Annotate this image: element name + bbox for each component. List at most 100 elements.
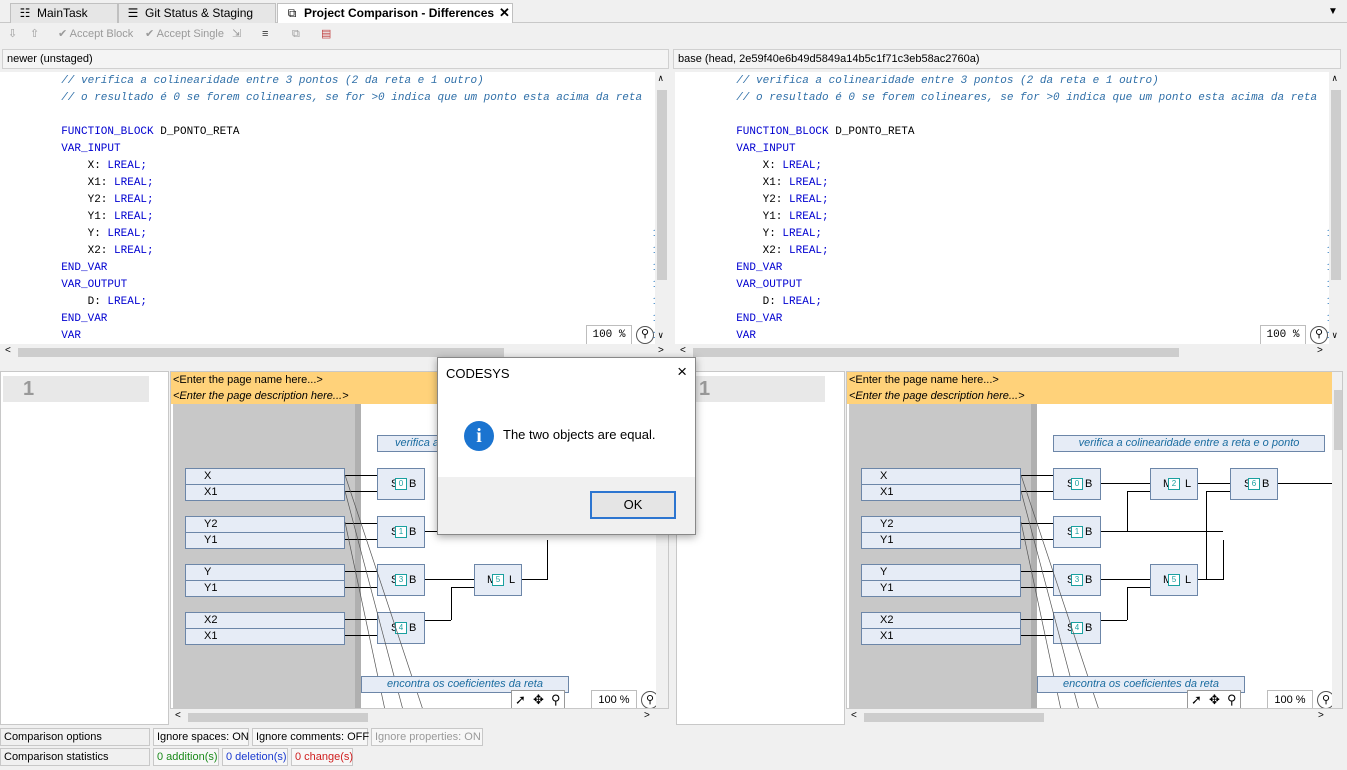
block-type-label: B xyxy=(409,574,417,586)
close-tab-icon[interactable]: ✕ xyxy=(499,5,510,20)
accept-all-icon[interactable]: ⇲ xyxy=(232,28,242,40)
input-variable-box[interactable]: X1 xyxy=(861,484,1021,501)
input-variable-box[interactable]: Y1 xyxy=(861,532,1021,549)
message-dialog: CODESYS × i The two objects are equal. O… xyxy=(437,357,696,535)
ignore-spaces-toggle[interactable]: Ignore spaces: ON xyxy=(153,728,249,746)
pointer-tool-icon[interactable]: ➚ xyxy=(515,692,526,707)
comment-box[interactable]: verifica a colinearidade entre a reta e … xyxy=(1053,435,1325,452)
fbd-vscrollbar[interactable] xyxy=(1332,372,1342,708)
input-variable-box[interactable]: X2 xyxy=(861,612,1021,629)
scroll-thumb[interactable] xyxy=(864,713,1044,722)
fbd-zoom[interactable]: 100 % xyxy=(1267,690,1313,708)
comment-box[interactable]: encontra os coeficientes da reta xyxy=(1037,676,1245,693)
right-code-editor[interactable]: 16 VAR15 END_VAR14 D: LREAL;13 VAR_OUTPU… xyxy=(675,72,1343,344)
input-variable-box[interactable]: Y2 xyxy=(185,516,345,533)
view-mode-icon[interactable]: ▤ xyxy=(321,28,332,40)
mul-block[interactable]: ML5 xyxy=(1150,564,1198,596)
scroll-thumb[interactable] xyxy=(18,348,504,357)
input-variable-box[interactable]: Y xyxy=(861,564,1021,581)
input-variable-box[interactable]: Y2 xyxy=(861,516,1021,533)
fbd-zoom[interactable]: 100 % xyxy=(591,690,637,708)
block-type-label: M xyxy=(1163,565,1172,595)
code-line: X: LREAL; xyxy=(48,160,148,172)
previous-difference-icon[interactable]: ⇧ xyxy=(30,28,40,40)
comment-box[interactable]: encontra os coeficientes da reta xyxy=(361,676,569,693)
sub-block[interactable]: SB0 xyxy=(1053,468,1101,500)
scroll-thumb[interactable] xyxy=(657,90,667,280)
input-variable-box[interactable]: X xyxy=(185,468,345,485)
accept-single-button[interactable]: ✔ Accept Single xyxy=(145,28,224,40)
scroll-thumb[interactable] xyxy=(1334,390,1342,450)
sync-selection-icon[interactable]: ≡ xyxy=(262,28,269,40)
sub-block[interactable]: SB1 xyxy=(1053,516,1101,548)
tab-git-status[interactable]: ☰ Git Status & Staging xyxy=(118,3,276,23)
left-code-vscrollbar[interactable]: ∧ ∨ xyxy=(655,72,669,344)
copy-icon[interactable]: ⧉ xyxy=(292,28,300,40)
right-code-vscrollbar[interactable]: ∧ ∨ xyxy=(1329,72,1343,344)
block-type-label: S xyxy=(1244,469,1251,499)
pointer-tool-icon[interactable]: ➚ xyxy=(1191,692,1202,707)
zoom-icon[interactable]: ⚲ xyxy=(1310,326,1328,344)
tab-maintask[interactable]: ☷ MainTask xyxy=(10,3,118,23)
left-code-zoom[interactable]: 100 % xyxy=(586,325,632,344)
page-name-field[interactable]: <Enter the page name here...> xyxy=(847,372,1342,388)
move-tool-icon[interactable]: ✥ xyxy=(1209,692,1220,707)
input-variable-box[interactable]: X1 xyxy=(861,628,1021,645)
input-variable-box[interactable]: X1 xyxy=(185,484,345,501)
block-type-label: B xyxy=(1085,478,1093,490)
page-number[interactable]: 1 xyxy=(3,376,149,402)
input-region xyxy=(849,404,1035,708)
scroll-thumb[interactable] xyxy=(693,348,1179,357)
block-type-label: M xyxy=(1163,469,1172,499)
mul-block[interactable]: ML2 xyxy=(1150,468,1198,500)
mul-block[interactable]: ML5 xyxy=(474,564,522,596)
left-code-hscrollbar[interactable]: < > xyxy=(0,345,669,359)
magnifier-tool-icon[interactable]: ⚲ xyxy=(551,692,561,707)
magnifier-tool-icon[interactable]: ⚲ xyxy=(1227,692,1237,707)
left-code-editor[interactable]: 16 VAR15 END_VAR14 D: LREAL;13 VAR_OUTPU… xyxy=(0,72,669,344)
sub-block[interactable]: SB4 xyxy=(1053,612,1101,644)
sub-block[interactable]: SB4 xyxy=(377,612,425,644)
close-icon[interactable]: × xyxy=(677,362,687,381)
input-variable-box[interactable]: Y xyxy=(185,564,345,581)
wire xyxy=(345,539,377,540)
zoom-icon[interactable]: ⚲ xyxy=(636,326,654,344)
input-variable-box[interactable]: X1 xyxy=(185,628,345,645)
accept-block-button[interactable]: ✔ Accept Block xyxy=(58,28,134,40)
block-type-label: B xyxy=(1262,478,1270,490)
input-variable-box[interactable]: Y1 xyxy=(861,580,1021,597)
sub-block[interactable]: SB3 xyxy=(377,564,425,596)
sub-block[interactable]: SB6 xyxy=(1230,468,1278,500)
block-order-number: 6 xyxy=(1248,478,1260,490)
right-fbd-hscrollbar[interactable]: < > xyxy=(846,710,1343,724)
tab-list-dropdown-icon[interactable]: ▼ xyxy=(1328,6,1338,17)
scroll-thumb[interactable] xyxy=(1331,90,1341,280)
sub-block[interactable]: SB3 xyxy=(1053,564,1101,596)
ignore-comments-toggle[interactable]: Ignore comments: OFF xyxy=(252,728,369,746)
next-difference-icon[interactable]: ⇩ xyxy=(8,28,18,40)
page-description-field[interactable]: <Enter the page description here...> xyxy=(847,388,1342,404)
sub-block[interactable]: SB1 xyxy=(377,516,425,548)
left-fbd-hscrollbar[interactable]: < > xyxy=(170,710,669,724)
move-tool-icon[interactable]: ✥ xyxy=(533,692,544,707)
page-number[interactable]: 1 xyxy=(679,376,825,402)
code-line: // verifica a colinearidade entre 3 pont… xyxy=(48,75,484,87)
right-code-hscrollbar[interactable]: < > xyxy=(675,345,1343,359)
input-variable-box[interactable]: X xyxy=(861,468,1021,485)
scroll-thumb[interactable] xyxy=(188,713,368,722)
input-variable-box[interactable]: Y1 xyxy=(185,532,345,549)
ok-button[interactable]: OK xyxy=(590,491,676,519)
sub-block[interactable]: SB0 xyxy=(377,468,425,500)
tab-project-comparison[interactable]: ⧉ Project Comparison - Differences ✕ xyxy=(277,3,513,24)
input-variable-box[interactable]: Y1 xyxy=(185,580,345,597)
code-line: // o resultado é 0 se forem colineares, … xyxy=(48,92,643,104)
block-order-number: 3 xyxy=(395,574,407,586)
right-version-header: base (head, 2e59f40e6b49d5849a14b5c1f71c… xyxy=(673,49,1341,69)
ignore-properties-toggle[interactable]: Ignore properties: ON xyxy=(371,728,483,746)
right-code-zoom[interactable]: 100 % xyxy=(1260,325,1306,344)
right-fbd-editor[interactable]: <Enter the page name here...><Enter the … xyxy=(846,371,1343,709)
input-variable-box[interactable]: X2 xyxy=(185,612,345,629)
wire xyxy=(1021,571,1053,572)
code-line: X: LREAL; xyxy=(723,160,823,172)
block-type-label: B xyxy=(409,478,417,490)
